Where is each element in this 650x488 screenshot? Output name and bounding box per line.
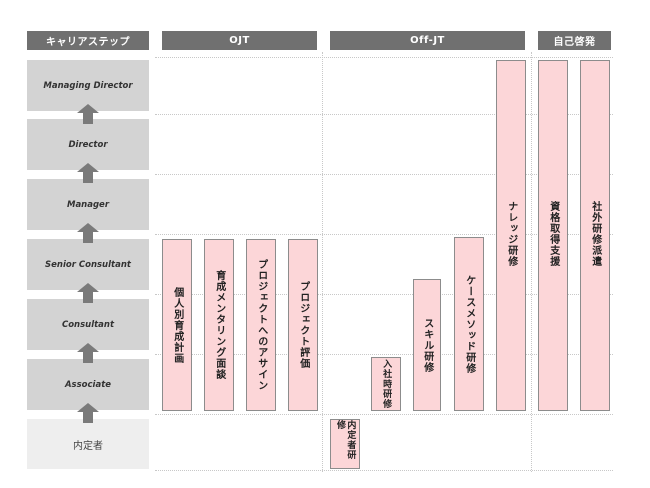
- program-case-method-training: ケースメソッド研修: [454, 237, 484, 411]
- up-arrow-icon: [77, 223, 99, 243]
- grid-row-line: [155, 354, 613, 355]
- program-onboarding-training: 入社時研修: [371, 357, 401, 411]
- program-project-assignment: プロジェクトへのアサイン: [246, 239, 276, 411]
- stage-senior-consultant: Senior Consultant: [27, 239, 149, 290]
- program-project-evaluation: プロジェクト評価: [288, 239, 318, 411]
- stage-manager: Manager: [27, 179, 149, 230]
- program-mentoring-interview: 育成メンタリング面談: [204, 239, 234, 411]
- grid-row-line: [155, 234, 613, 235]
- stage-managing-director: Managing Director: [27, 60, 149, 111]
- grid-col-line: [322, 52, 323, 472]
- stage-naiteisha: 内定者: [27, 419, 149, 469]
- up-arrow-icon: [77, 343, 99, 363]
- grid-col-line: [531, 52, 532, 472]
- program-skill-training: スキル研修: [413, 279, 441, 411]
- program-naiteisha-training: 内定者研修: [330, 419, 360, 469]
- up-arrow-icon: [77, 104, 99, 124]
- grid-row-line: [155, 294, 613, 295]
- header-career-step: キャリアステップ: [27, 31, 149, 50]
- stage-associate: Associate: [27, 359, 149, 410]
- stage-consultant: Consultant: [27, 299, 149, 350]
- program-individual-development-plan: 個人別育成計画: [162, 239, 192, 411]
- header-offjt: Off-JT: [330, 31, 525, 50]
- header-self-development: 自己啓発: [538, 31, 611, 50]
- header-ojt: OJT: [162, 31, 317, 50]
- grid-row-line: [155, 114, 613, 115]
- program-qualification-support: 資格取得支援: [538, 60, 568, 411]
- grid-row-line: [155, 57, 613, 58]
- up-arrow-icon: [77, 283, 99, 303]
- up-arrow-icon: [77, 403, 99, 423]
- program-external-training-dispatch: 社外研修派遣: [580, 60, 610, 411]
- program-knowledge-training: ナレッジ研修: [496, 60, 526, 411]
- grid-row-line: [155, 414, 613, 415]
- grid-row-line: [155, 470, 613, 471]
- up-arrow-icon: [77, 163, 99, 183]
- stage-director: Director: [27, 119, 149, 170]
- grid-row-line: [155, 174, 613, 175]
